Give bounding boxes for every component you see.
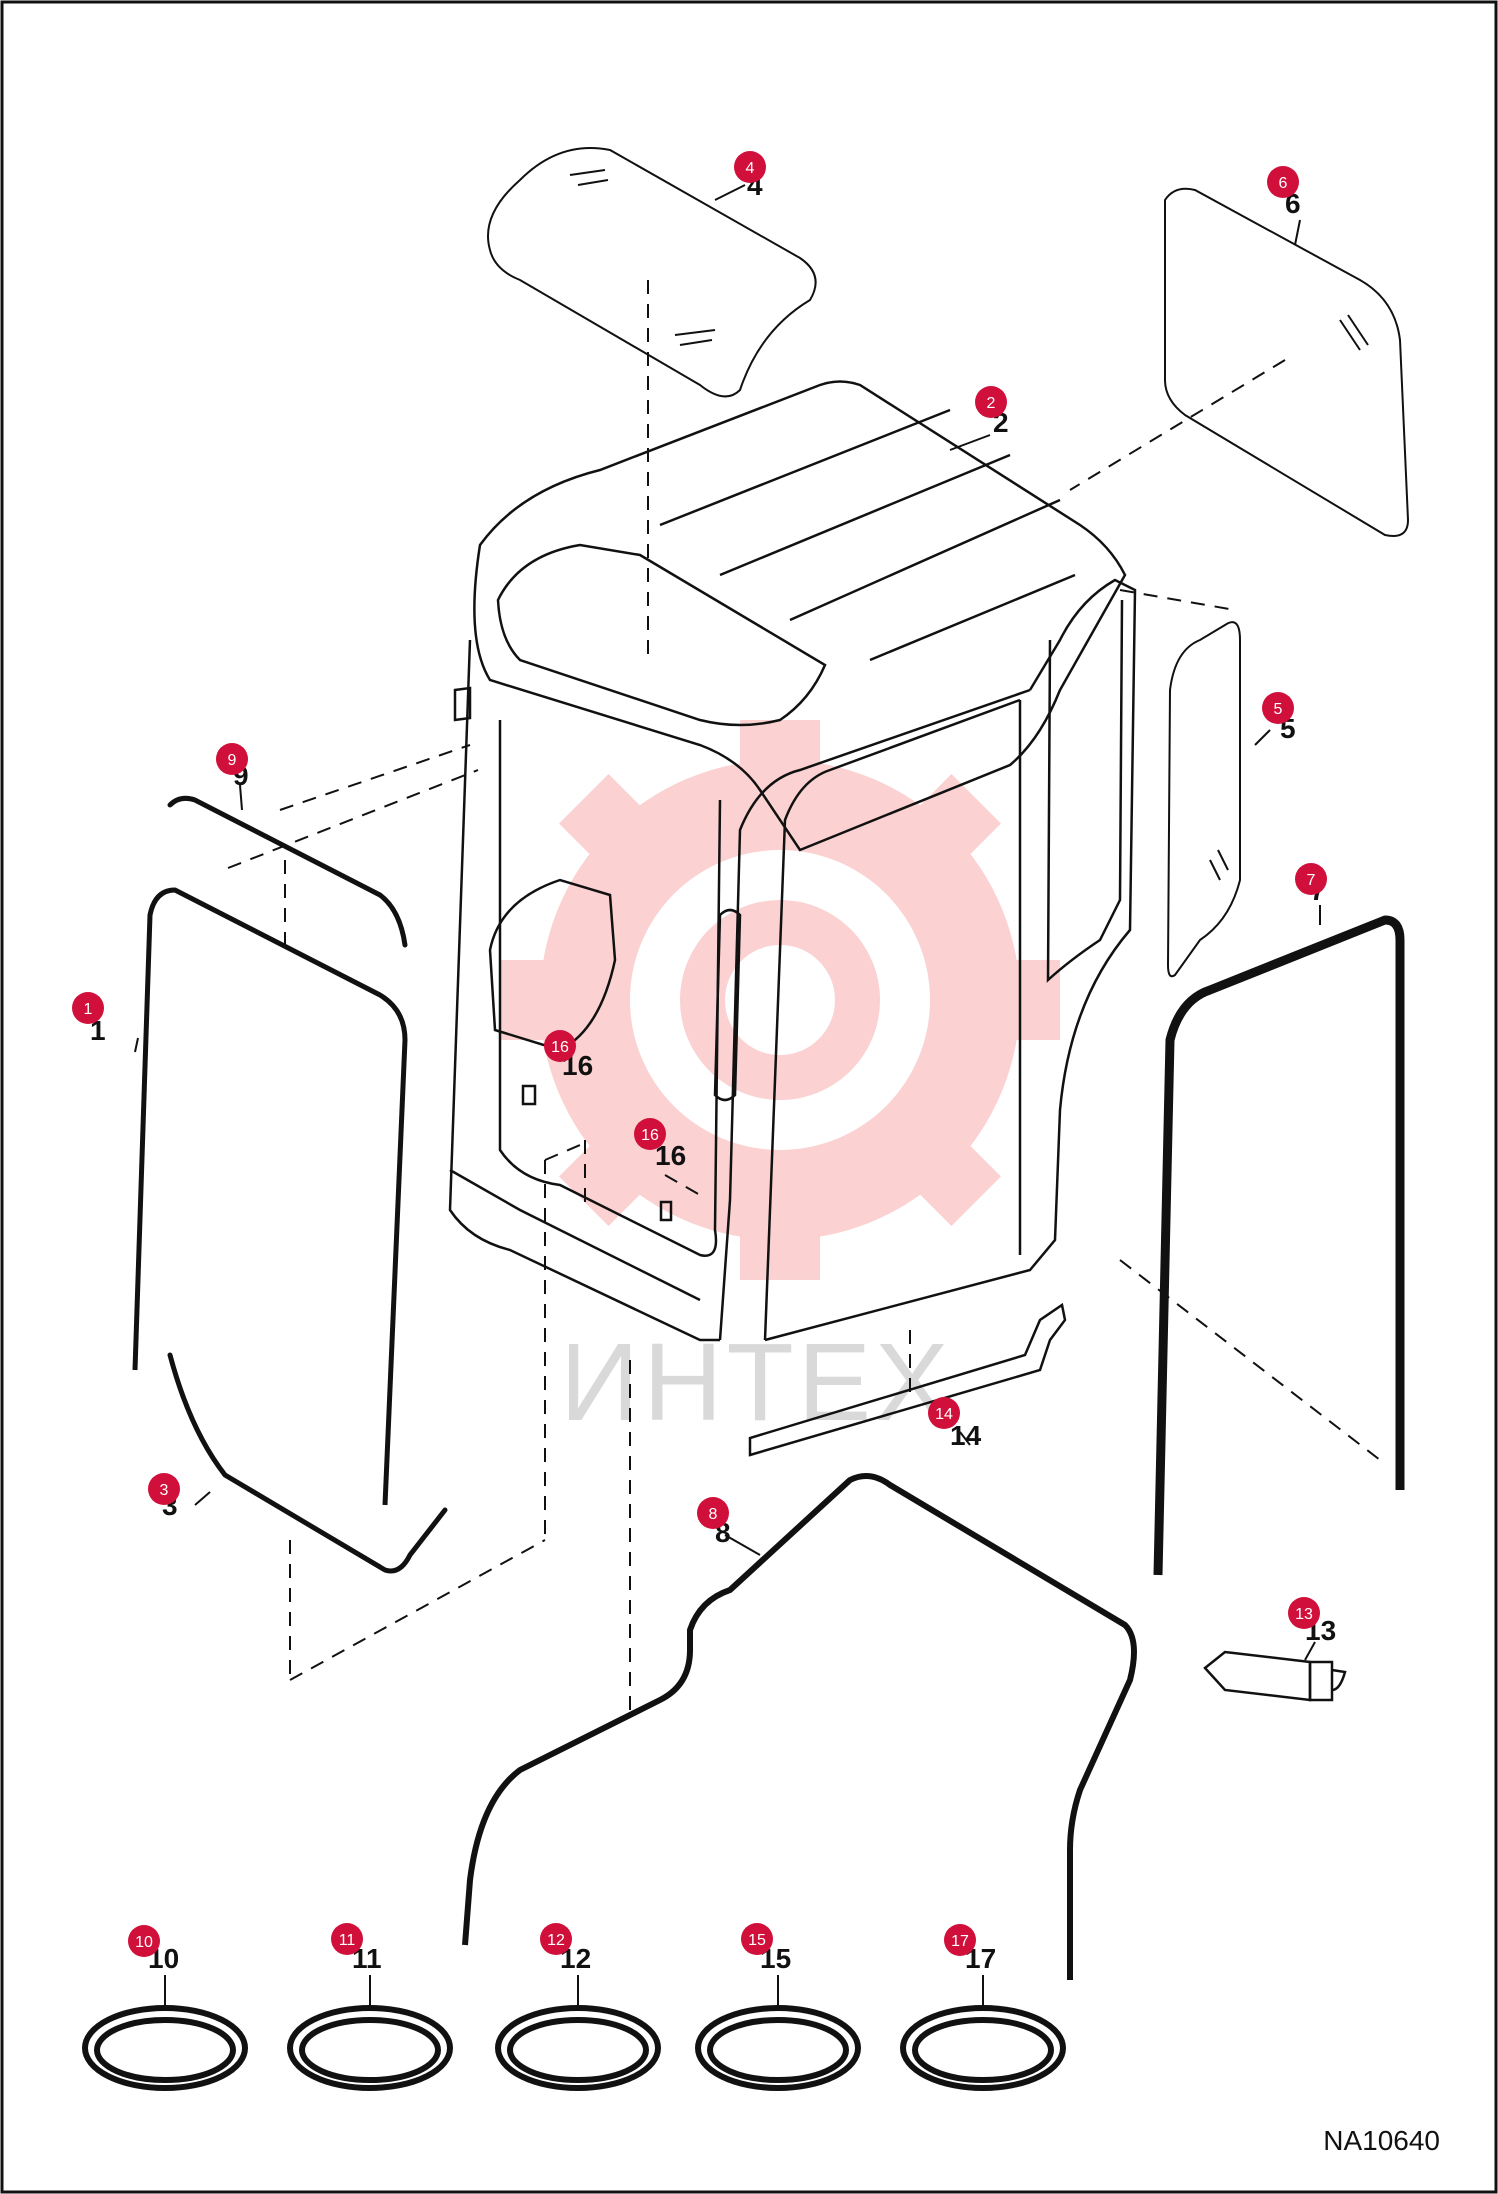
coil-part-11 [287, 1990, 453, 2091]
coil-part-10 [82, 1990, 248, 2091]
leader-lines [134, 184, 1321, 1990]
callout-11: 11 [331, 1923, 363, 1955]
clip-part-16b [659, 1200, 673, 1222]
svg-text:15: 15 [748, 1932, 766, 1949]
svg-text:11: 11 [339, 1932, 356, 1949]
callout-4: 4 [734, 151, 766, 183]
coil-part-12 [495, 1990, 661, 2091]
svg-text:17: 17 [951, 1933, 969, 1950]
svg-text:10: 10 [135, 1934, 153, 1951]
part-number-14: 14 [950, 1420, 982, 1451]
callout-14: 14 [928, 1397, 960, 1429]
clip-part-16a [521, 1084, 537, 1106]
seal-part-7 [1153, 915, 1405, 1576]
callout-15: 15 [741, 1923, 773, 1955]
sealant-tube-part-13 [1203, 1650, 1347, 1702]
svg-text:9: 9 [228, 752, 237, 769]
svg-text:3: 3 [160, 1482, 169, 1499]
rear-glass-part-6 [1164, 187, 1410, 537]
callout-13: 13 [1288, 1597, 1320, 1629]
callout-6: 6 [1267, 166, 1299, 198]
svg-text:1: 1 [84, 1001, 93, 1018]
svg-text:8: 8 [709, 1506, 718, 1523]
coil-part-17 [900, 1990, 1066, 2091]
svg-text:4: 4 [746, 160, 755, 177]
door-seal-part-8 [462, 1473, 1137, 1980]
callout-8: 8 [697, 1497, 729, 1529]
svg-text:5: 5 [1274, 701, 1283, 718]
reference-code: NA10640 [1323, 2125, 1440, 2156]
strip-part-3 [167, 1352, 448, 1574]
svg-text:16: 16 [551, 1039, 569, 1056]
callout-16b: 16 [634, 1118, 666, 1150]
svg-text:6: 6 [1279, 175, 1288, 192]
callout-9: 9 [216, 743, 248, 775]
cab-frame-part-2 [448, 380, 1137, 1342]
roof-glass-part-4 [487, 147, 817, 398]
strip-part-9 [167, 795, 408, 948]
callout-12: 12 [540, 1923, 572, 1955]
callout-16a: 16 [544, 1030, 576, 1062]
callout-2: 2 [975, 386, 1007, 418]
svg-text:14: 14 [935, 1406, 953, 1423]
callout-1: 1 [72, 992, 104, 1024]
svg-text:12: 12 [547, 1932, 565, 1949]
callout-10: 10 [128, 1925, 160, 1957]
svg-text:16: 16 [641, 1127, 659, 1144]
watermark-text: ИНТЕХ [560, 1321, 952, 1444]
side-glass-part-5 [1166, 621, 1241, 978]
seal-part-1 [132, 887, 408, 1506]
callout-5: 5 [1262, 692, 1294, 724]
callout-markers: 4 6 2 5 7 9 1 16 16 3 8 14 13 10 11 12 1… [72, 151, 1327, 1957]
callout-7: 7 [1295, 863, 1327, 895]
coil-part-15 [695, 1990, 861, 2091]
svg-text:2: 2 [987, 395, 996, 412]
svg-text:7: 7 [1307, 872, 1316, 889]
strip-part-14 [748, 1302, 1067, 1457]
callout-17: 17 [944, 1924, 976, 1956]
svg-text:13: 13 [1295, 1606, 1313, 1623]
callout-3: 3 [148, 1473, 180, 1505]
